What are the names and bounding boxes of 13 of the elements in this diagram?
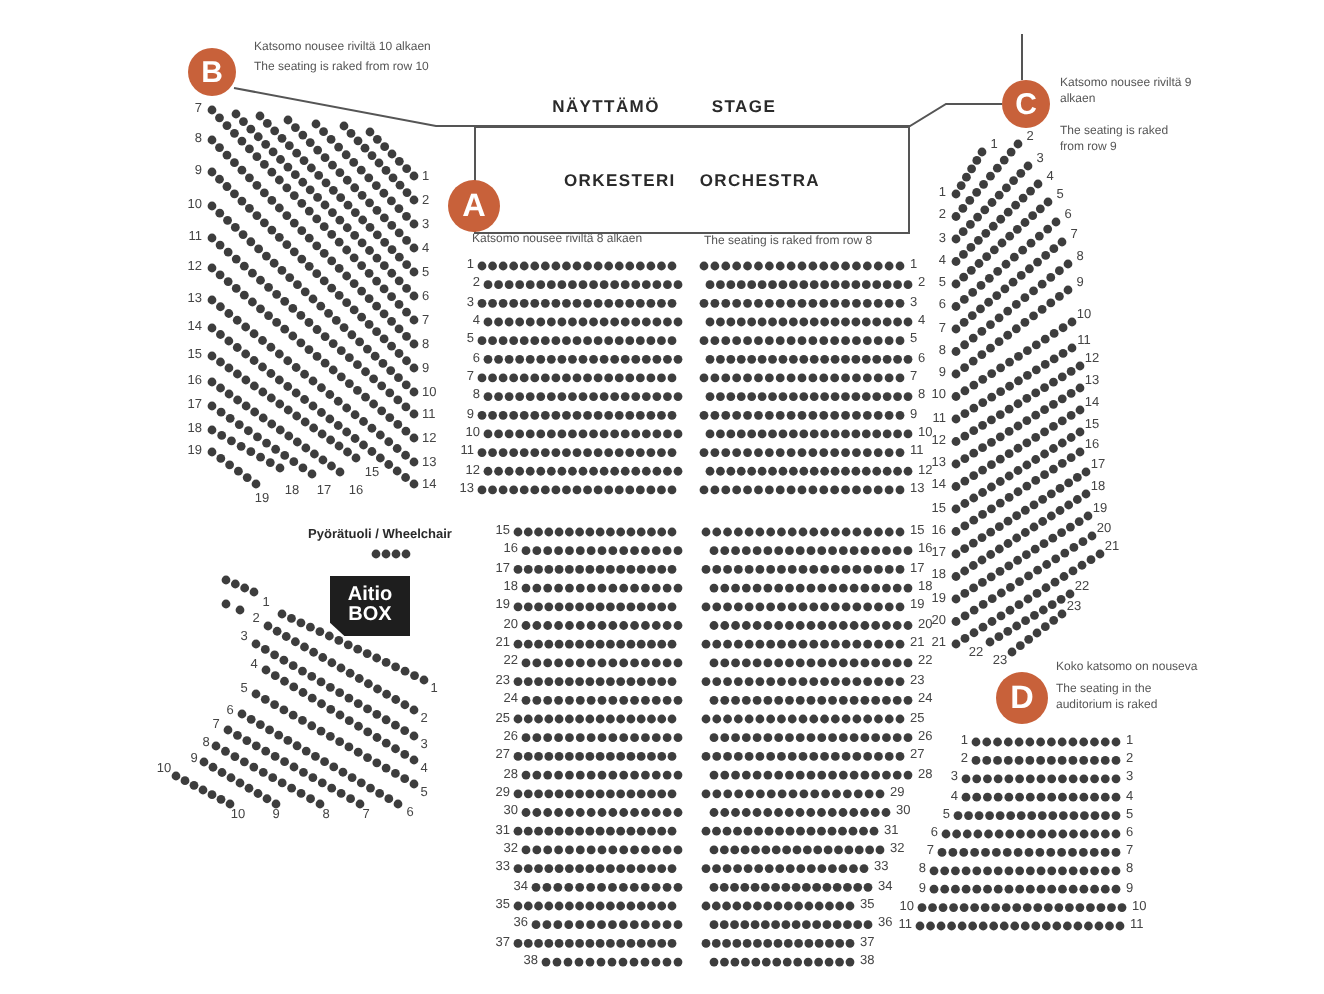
- stage-label: STAGE: [711, 97, 777, 115]
- section-badge: [1002, 80, 1050, 128]
- badge-letter: D: [1010, 681, 1034, 715]
- box-label: Aitio BOX: [345, 586, 395, 626]
- badge-letter: A: [462, 189, 486, 223]
- section-badge: [448, 180, 500, 232]
- badge-letter: C: [1015, 89, 1037, 119]
- badge-letter: B: [201, 57, 223, 87]
- section-badge: [996, 672, 1048, 724]
- box-sign: [330, 576, 410, 636]
- orchestra-label: ORKESTERI: [563, 170, 676, 190]
- orchestra-label: ORCHESTRA: [699, 170, 821, 190]
- section-badge: [188, 48, 236, 96]
